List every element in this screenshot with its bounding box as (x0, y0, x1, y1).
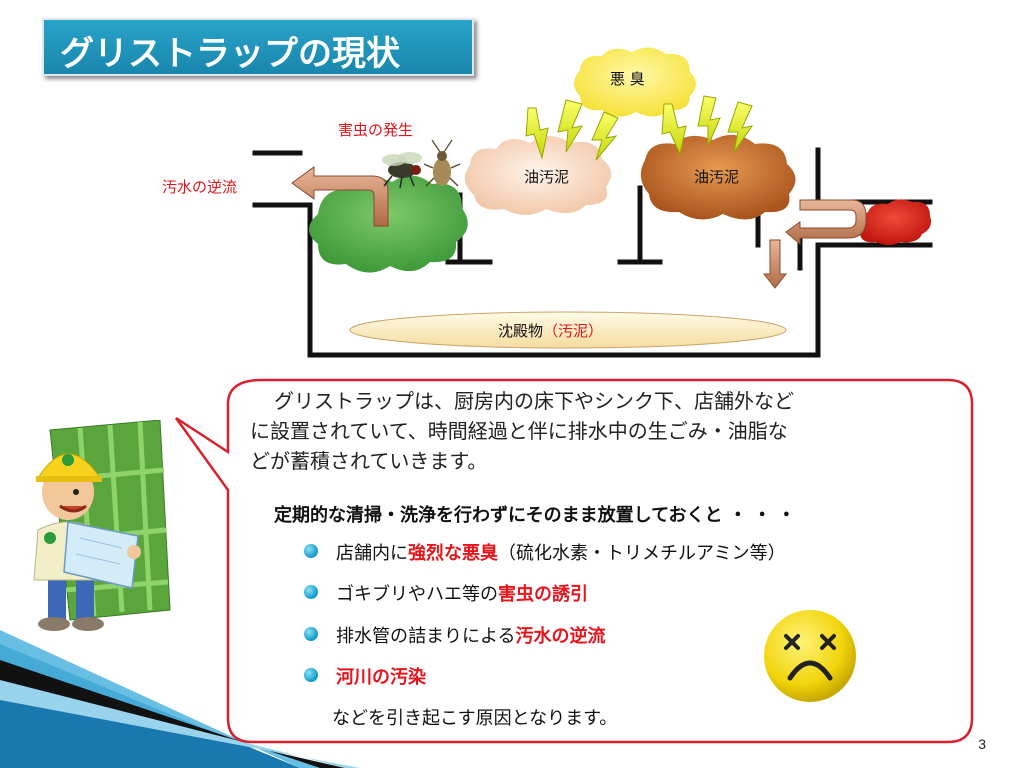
grease-trap-diagram (252, 47, 933, 358)
cockroach-icon (423, 139, 461, 187)
pests-label: 害虫の発生 (338, 121, 414, 139)
corner-decoration (0, 630, 360, 768)
bullet-1-suffix: （硫化水素・トリメチルアミン等） (498, 543, 786, 564)
paragraph-line-1: グリストラップは、厨房内の床下やシンク下、店舗外など (274, 389, 794, 413)
bullet-icon (304, 668, 318, 682)
oil-sludge-label-2: 油汚泥 (694, 168, 740, 186)
title-box: グリストラップの現状 (42, 18, 474, 76)
bullet-2-highlight: 害虫の誘引 (498, 584, 588, 605)
bullet-icon (304, 627, 318, 641)
bullet-3-highlight: 汚水の逆流 (515, 626, 606, 647)
bullet-1-prefix: 店舗内に (336, 543, 408, 564)
lead-sentence: 定期的な清掃・洗浄を行わずにそのまま放置しておくと ・ ・ ・ (274, 505, 796, 526)
bullet-2-prefix: ゴキブリやハエ等の (336, 584, 498, 605)
bullet-item-3: 排水管の詰まりによる汚水の逆流 (336, 622, 605, 648)
construction-worker-illustration (33, 420, 171, 631)
sediment-main: 沈殿物 (498, 322, 544, 340)
closing-sentence: などを引き起こす原因となります。 (332, 708, 618, 729)
page-number: 3 (978, 736, 986, 752)
callout-paragraph: グリストラップは、厨房内の床下やシンク下、店舗外など に設置されていて、時間経過… (250, 386, 970, 476)
paragraph-line-2: に設置されていて、時間経過と伴に排水中の生ごみ・油脂な (250, 419, 788, 443)
odor-cloud (574, 47, 696, 117)
page-title: グリストラップの現状 (60, 34, 400, 74)
oil-sludge-cloud-2 (640, 134, 796, 220)
sad-face-icon (764, 610, 856, 702)
odor-label: 悪 臭 (610, 70, 645, 88)
bullet-icon (304, 544, 318, 558)
oil-sludge-cloud-1 (464, 136, 612, 215)
down-arrow-icon (762, 239, 788, 289)
bullet-item-4: 河川の汚染 (336, 663, 426, 689)
lightning-bolt-icons (525, 95, 754, 161)
sediment-ellipse (349, 311, 787, 349)
bullet-1-highlight: 強烈な悪臭 (408, 543, 498, 564)
sediment-paren: （汚泥） (543, 322, 604, 340)
bullet-4-highlight: 河川の汚染 (336, 667, 426, 688)
red-cloud (857, 199, 931, 245)
bullet-icon (304, 585, 318, 599)
oil-sludge-label-1: 油汚泥 (524, 168, 570, 186)
backflow-arrow-icon (291, 166, 389, 227)
bullet-3-prefix: 排水管の詰まりによる (336, 626, 516, 647)
bullet-item-1: 店舗内に強烈な悪臭（硫化水素・トリメチルアミン等） (336, 539, 786, 565)
outflow-arrow-icon (785, 199, 867, 246)
sediment-label: 沈殿物（汚泥） (498, 320, 603, 341)
fly-icon (382, 152, 422, 189)
paragraph-line-3: どが蓄積されていきます。 (250, 449, 488, 473)
bullet-item-2: ゴキブリやハエ等の害虫の誘引 (336, 580, 588, 606)
backflow-label: 汚水の逆流 (162, 178, 238, 196)
